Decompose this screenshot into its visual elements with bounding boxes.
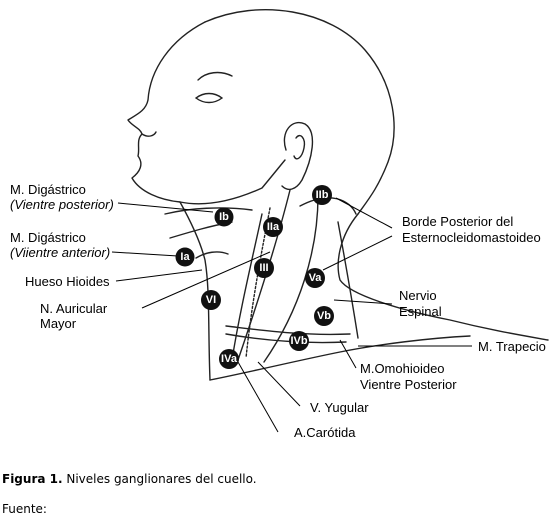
label-hueso-hioides: Hueso Hioides xyxy=(25,274,110,289)
node-IIa: IIa xyxy=(263,217,283,237)
svg-text:IIa: IIa xyxy=(267,221,280,233)
label-yugular: V. Yugular xyxy=(310,400,369,415)
svg-text:Vb: Vb xyxy=(317,310,331,322)
label-esternocleidomastoideo: Esternocleidomastoideo xyxy=(402,230,541,245)
svg-text:Ib: Ib xyxy=(219,211,229,223)
scm-posterior xyxy=(263,195,319,363)
skull-outline xyxy=(204,8,395,215)
ear-outline xyxy=(281,121,314,191)
figure-source: Fuente: xyxy=(2,502,47,516)
label-digastrico-anterior: M. Digástrico xyxy=(10,230,86,245)
label-nervio: Nervio xyxy=(399,288,437,303)
label-espinal: Espinal xyxy=(399,304,442,319)
eye-outline xyxy=(195,92,223,99)
nape-outline xyxy=(337,213,549,341)
label-omohioideo-vientre: Vientre Posterior xyxy=(360,377,457,392)
trapezius-border xyxy=(337,221,359,339)
figure-caption: Figura 1. Niveles ganglionares del cuell… xyxy=(2,472,257,486)
node-IIb: IIb xyxy=(312,185,332,205)
throat-outline xyxy=(179,201,211,381)
node-Va: Va xyxy=(305,268,325,288)
node-Vb: Vb xyxy=(314,306,334,326)
neck-lymph-node-diagram: Ib Ia IIa IIb III VI Va Vb IVb IVa M. Di… xyxy=(10,8,549,440)
carotid-vessel xyxy=(231,213,263,361)
svg-text:IIb: IIb xyxy=(316,189,329,201)
label-vientre-anterior: (Viientre anterior) xyxy=(10,245,111,260)
label-omohioideo: M.Omohioideo xyxy=(360,361,445,376)
node-Ib: Ib xyxy=(214,207,234,227)
digastric-posterior xyxy=(164,207,253,215)
svg-text:VI: VI xyxy=(206,294,216,306)
hyoid-bone xyxy=(195,251,229,259)
head-profile-outline xyxy=(127,21,206,203)
node-III: III xyxy=(254,258,274,278)
node-VI: VI xyxy=(201,290,221,310)
jaw-outline xyxy=(179,159,286,205)
label-vientre-posterior: (Vientre posterior) xyxy=(10,197,114,212)
svg-text:III: III xyxy=(259,262,268,274)
label-trapecio: M. Trapecio xyxy=(478,339,546,354)
node-Ia: Ia xyxy=(175,247,195,267)
node-IVa: IVa xyxy=(219,349,239,369)
label-borde-posterior: Borde Posterior del xyxy=(402,214,514,229)
svg-text:Va: Va xyxy=(309,272,323,284)
svg-text:Ia: Ia xyxy=(180,251,190,263)
svg-text:IVa: IVa xyxy=(221,353,238,365)
label-digastrico-posterior: M. Digástrico xyxy=(10,182,86,197)
label-carotida: A.Carótida xyxy=(294,425,356,440)
node-IVb: IVb xyxy=(289,331,309,351)
label-auricular: N. Auricular xyxy=(40,301,108,316)
caption-bold: Figura 1. xyxy=(2,472,63,486)
svg-text:IVb: IVb xyxy=(290,335,307,347)
label-auricular-mayor: Mayor xyxy=(40,316,77,331)
caption-text: Niveles ganglionares del cuello. xyxy=(62,472,257,486)
head-neck-illustration: Ib Ia IIa IIb III VI Va Vb IVb IVa xyxy=(111,8,549,433)
clavicle-outline xyxy=(209,335,471,381)
omohyoid-muscle xyxy=(225,325,351,336)
